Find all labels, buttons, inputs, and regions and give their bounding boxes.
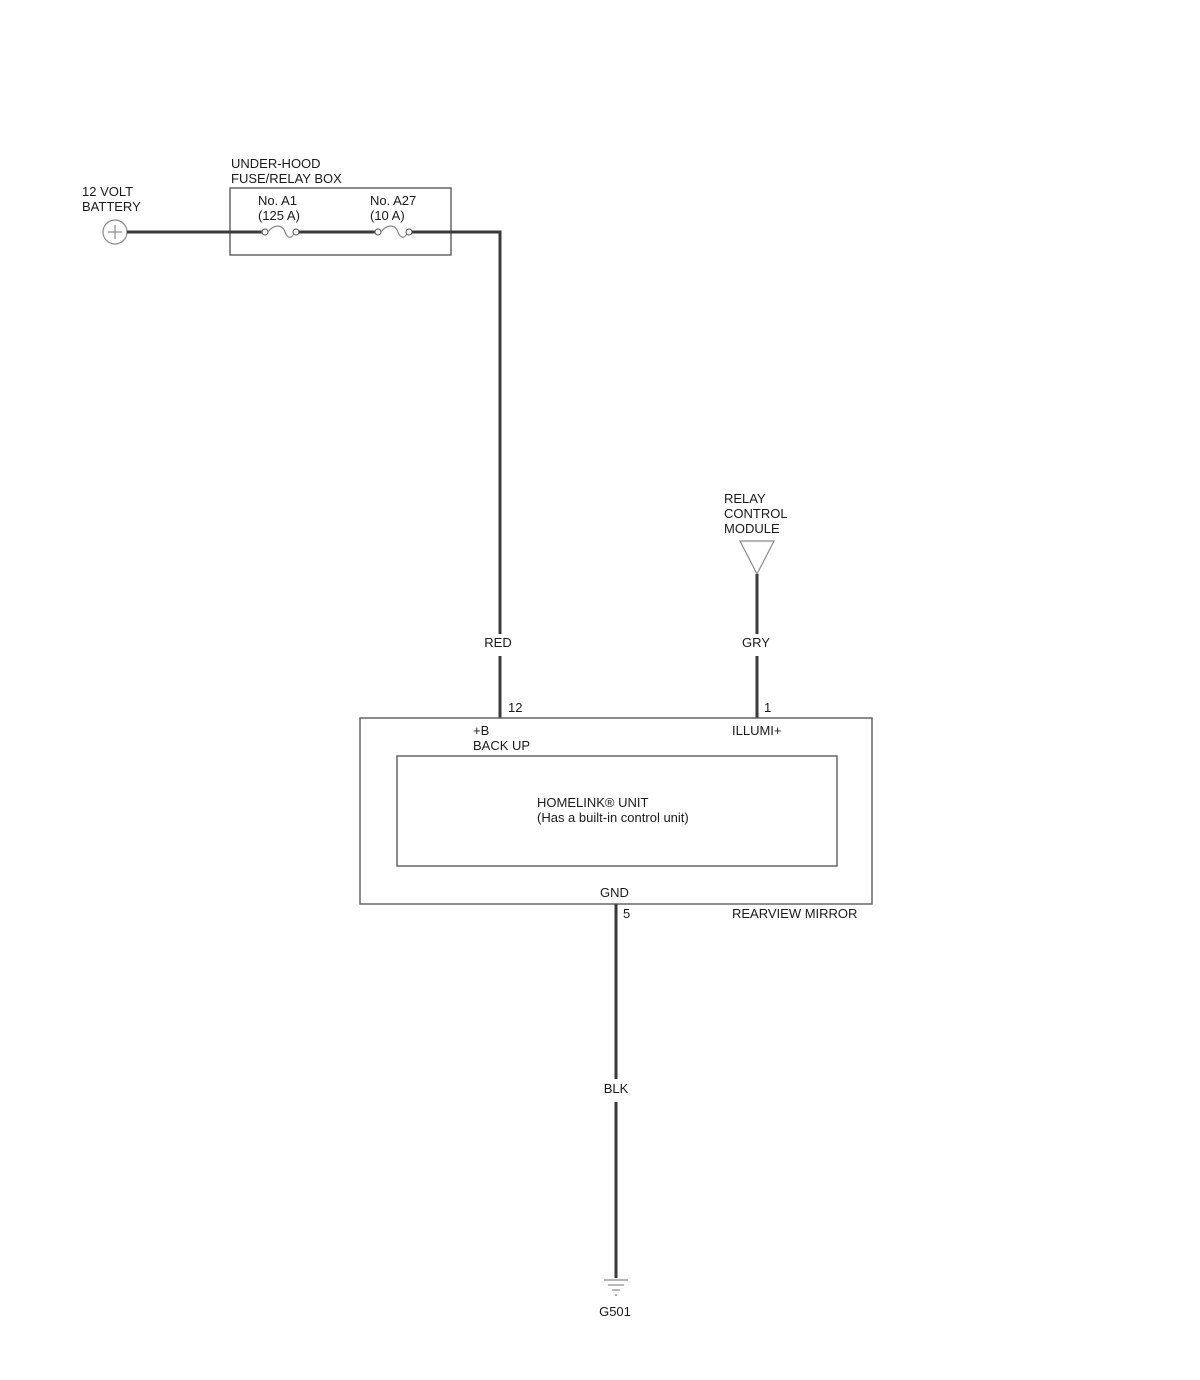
red-wire-upper: [412, 230, 502, 634]
relay-module-label-line3: MODULE: [724, 521, 780, 536]
gnd-label: GND: [600, 885, 629, 900]
battery-label-line2: BATTERY: [82, 199, 141, 214]
ground-symbol-icon: [604, 1279, 628, 1296]
relay-module-label-line2: CONTROL: [724, 506, 788, 521]
red-wire-label: RED: [484, 635, 511, 650]
fuse-a1-name: No. A1: [258, 193, 297, 208]
homelink-unit-line1: HOMELINK® UNIT: [537, 795, 648, 810]
battery-label-line1: 12 VOLT: [82, 184, 133, 199]
relay-connector-triangle-icon: [739, 540, 775, 576]
homelink-unit-outline: [396, 755, 838, 867]
backup-label-1: +B: [473, 723, 489, 738]
rearview-mirror-label: REARVIEW MIRROR: [732, 906, 857, 921]
pin-5-label: 5: [623, 906, 630, 921]
relay-module-label-line1: RELAY: [724, 491, 766, 506]
fuse-a27-name: No. A27: [370, 193, 416, 208]
ground-point-label: G501: [599, 1304, 631, 1319]
pin-12-label: 12: [508, 700, 522, 715]
backup-label-2: BACK UP: [473, 738, 530, 753]
fuse-a1-rating: (125 A): [258, 208, 300, 223]
fuse-a27-rating: (10 A): [370, 208, 405, 223]
blk-wire-label: BLK: [604, 1081, 629, 1096]
pin-1-label: 1: [764, 700, 771, 715]
fuse-box-label-line2: FUSE/RELAY BOX: [231, 171, 342, 186]
fuse-box-label-line1: UNDER-HOOD: [231, 156, 321, 171]
fuse-a27-icon: [374, 225, 413, 238]
fuse-a1-icon: [261, 225, 300, 238]
gry-wire-label: GRY: [742, 635, 770, 650]
fuse-box-outline: [229, 187, 452, 256]
homelink-unit-line2: (Has a built-in control unit): [537, 810, 689, 825]
illum-label: ILLUMI+: [732, 723, 782, 738]
battery-positive-icon: [102, 219, 128, 245]
